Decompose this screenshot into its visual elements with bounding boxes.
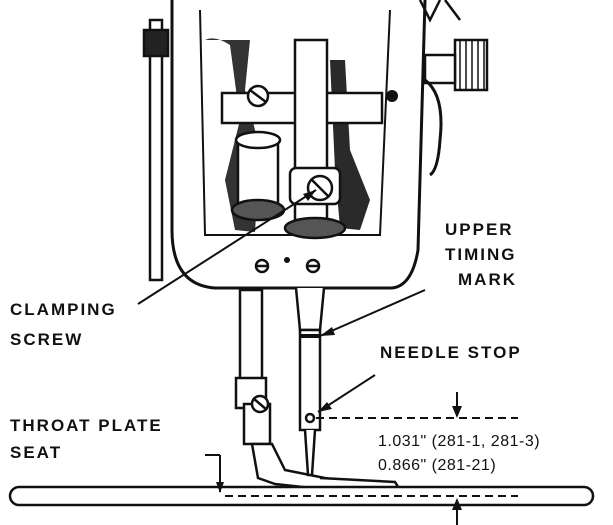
dimension-text-0866: 0.866" (281-21)	[378, 457, 497, 474]
leader-lines	[137, 189, 518, 525]
needle-stop-arrowhead	[318, 402, 332, 412]
upper-timing-mark-label-line3: MARK	[458, 270, 517, 289]
clamping-screw-label-line1: CLAMPING	[10, 300, 117, 319]
upper-timing-mark-label-line2: TIMING	[445, 245, 517, 264]
needle-assembly	[294, 287, 326, 477]
throat-plate-seat-label-line1: THROAT PLATE	[10, 416, 163, 435]
upper-timing-mark-label-line1: UPPER	[445, 220, 514, 239]
upper-timing-mark-arrowhead	[320, 327, 335, 336]
clamping-screw-leader	[137, 189, 317, 305]
needle-stop-label: NEEDLE STOP	[380, 343, 522, 362]
dimension-text-1031: 1.031" (281-1, 281-3)	[378, 433, 541, 450]
throat-plate-seat-label-line2: SEAT	[10, 443, 63, 462]
throat-plate	[8, 485, 595, 507]
clamping-screw-label-line2: SCREW	[10, 330, 84, 349]
upper-timing-mark-leader	[319, 289, 426, 337]
clamping-screw-arrowhead	[303, 190, 316, 201]
machine-head	[142, 0, 489, 290]
